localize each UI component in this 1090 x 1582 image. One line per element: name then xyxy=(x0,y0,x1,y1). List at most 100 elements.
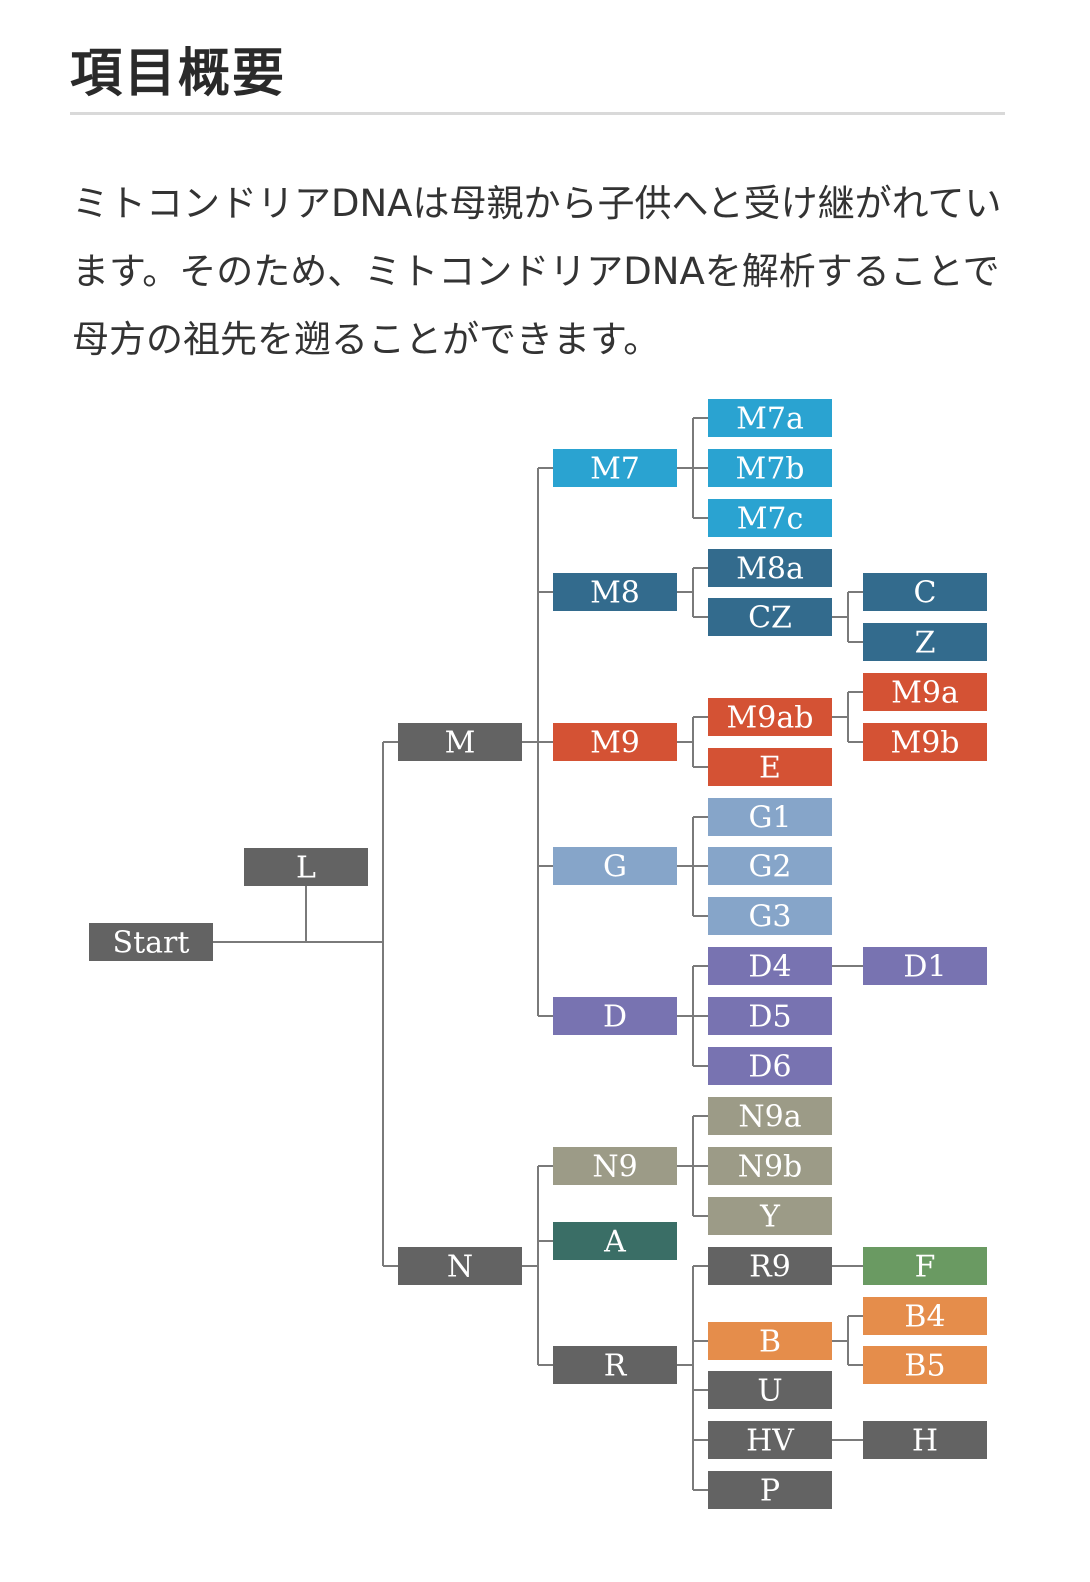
node-label: Y xyxy=(759,1200,781,1235)
node-label: M7a xyxy=(736,402,804,437)
node-start: Start xyxy=(89,923,213,961)
node-box xyxy=(708,947,832,985)
node-label: D5 xyxy=(748,1000,791,1035)
node-box xyxy=(708,997,832,1035)
node-d4: D4 xyxy=(708,947,832,985)
node-m: M xyxy=(398,723,522,761)
node-box xyxy=(553,1222,677,1260)
node-label: N9 xyxy=(592,1150,637,1185)
node-box xyxy=(708,748,832,786)
node-g: G xyxy=(553,847,677,885)
node-box xyxy=(863,723,987,761)
node-u: U xyxy=(708,1371,832,1409)
node-label: B xyxy=(759,1325,781,1360)
node-label: B5 xyxy=(904,1349,945,1384)
tree-edges xyxy=(213,417,863,1491)
node-box xyxy=(708,399,832,437)
node-box xyxy=(863,623,987,661)
node-box xyxy=(863,1421,987,1459)
node-label: M8 xyxy=(590,576,640,611)
node-n: N xyxy=(398,1247,522,1285)
node-m7: M7 xyxy=(553,449,677,487)
node-label: R xyxy=(604,1349,628,1384)
node-label: M9ab xyxy=(727,701,814,736)
node-p: P xyxy=(708,1471,832,1509)
node-y: Y xyxy=(708,1197,832,1235)
node-label: M7b xyxy=(735,452,804,487)
node-box xyxy=(553,573,677,611)
node-d: D xyxy=(553,997,677,1035)
node-m7a: M7a xyxy=(708,399,832,437)
node-b: B xyxy=(708,1322,832,1360)
node-box xyxy=(708,1147,832,1185)
node-m7b: M7b xyxy=(708,449,832,487)
node-label: C xyxy=(914,576,937,611)
node-label: M9a xyxy=(891,676,959,711)
node-box xyxy=(553,723,677,761)
node-label: M7c xyxy=(737,502,804,537)
node-label: L xyxy=(296,851,316,886)
node-b5: B5 xyxy=(863,1346,987,1384)
title-divider xyxy=(70,112,1005,115)
node-box xyxy=(708,1322,832,1360)
node-cz: CZ xyxy=(708,598,832,636)
node-label: N xyxy=(447,1250,473,1285)
node-n9a: N9a xyxy=(708,1097,832,1135)
node-label: E xyxy=(759,751,781,786)
node-box xyxy=(863,673,987,711)
node-box xyxy=(708,1197,832,1235)
node-c: C xyxy=(863,573,987,611)
node-f: F xyxy=(863,1247,987,1285)
node-label: G3 xyxy=(748,900,791,935)
node-a: A xyxy=(553,1222,677,1260)
node-n9b: N9b xyxy=(708,1147,832,1185)
node-label: B4 xyxy=(904,1300,945,1335)
node-label: H xyxy=(912,1424,938,1459)
page-header: 項目概要 xyxy=(70,38,1005,115)
node-g3: G3 xyxy=(708,897,832,935)
node-r: R xyxy=(553,1346,677,1384)
node-r9: R9 xyxy=(708,1247,832,1285)
node-label: D4 xyxy=(748,950,791,985)
node-box xyxy=(863,1297,987,1335)
node-box xyxy=(863,573,987,611)
node-d1: D1 xyxy=(863,947,987,985)
node-box xyxy=(553,1346,677,1384)
node-box xyxy=(708,1421,832,1459)
node-label: N9b xyxy=(738,1150,803,1185)
node-e: E xyxy=(708,748,832,786)
node-box xyxy=(553,1147,677,1185)
tree-nodes: StartLMNM7M8M9GDN9ARM7aM7bM7cM8aCZM9abEG… xyxy=(89,399,987,1509)
node-n9: N9 xyxy=(553,1147,677,1185)
node-h: H xyxy=(863,1421,987,1459)
node-box xyxy=(708,449,832,487)
node-l: L xyxy=(244,848,368,886)
node-box xyxy=(708,847,832,885)
node-box xyxy=(863,1247,987,1285)
node-box xyxy=(398,723,522,761)
node-label: F xyxy=(915,1250,936,1285)
node-box xyxy=(863,947,987,985)
node-d6: D6 xyxy=(708,1047,832,1085)
node-m7c: M7c xyxy=(708,499,832,537)
node-label: G2 xyxy=(748,850,791,885)
node-label: M xyxy=(445,726,476,761)
node-box xyxy=(708,798,832,836)
node-box xyxy=(708,549,832,587)
node-box xyxy=(553,847,677,885)
node-z: Z xyxy=(863,623,987,661)
node-label: P xyxy=(760,1474,780,1509)
node-label: A xyxy=(603,1225,626,1260)
node-g2: G2 xyxy=(708,847,832,885)
node-box xyxy=(708,1047,832,1085)
description-text: ミトコンドリアDNAは母親から子供へと受け継がれています。そのため、ミトコンドリ… xyxy=(72,182,1002,361)
node-box xyxy=(553,997,677,1035)
page-title: 項目概要 xyxy=(70,44,287,104)
node-label: M8a xyxy=(736,552,804,587)
node-label: D6 xyxy=(748,1050,791,1085)
node-label: U xyxy=(757,1374,782,1409)
node-label: CZ xyxy=(748,601,792,636)
node-label: M9b xyxy=(890,726,959,761)
node-box xyxy=(89,923,213,961)
